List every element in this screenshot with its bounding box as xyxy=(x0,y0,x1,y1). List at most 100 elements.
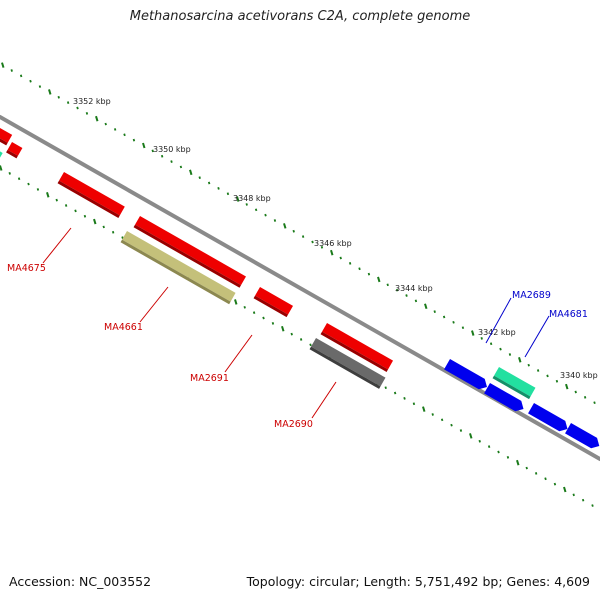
scale-tick xyxy=(311,240,314,244)
scale-tick xyxy=(487,445,491,448)
scale-tick xyxy=(226,192,230,196)
scale-tick xyxy=(459,429,463,432)
gene-arrow[interactable] xyxy=(444,359,490,392)
scale-tick xyxy=(151,149,154,153)
scale-label: 3340 kbp xyxy=(560,371,598,380)
gene-label-ma2690[interactable]: MA2690 xyxy=(274,419,313,430)
scale-tick xyxy=(17,177,21,181)
inner-scale-ticks xyxy=(0,165,594,507)
scale-tick xyxy=(38,85,42,88)
scale-tick xyxy=(403,397,406,400)
scale-tick xyxy=(405,294,408,297)
scale-tick xyxy=(309,343,312,347)
scale-tick xyxy=(121,236,124,240)
scale-tick xyxy=(581,498,585,502)
scale-tick xyxy=(123,133,126,137)
scale-tick xyxy=(574,390,577,394)
scale-tick xyxy=(83,214,87,218)
gene-label-ma4661[interactable]: MA4661 xyxy=(104,322,143,333)
scale-tick xyxy=(367,272,371,276)
scale-tick xyxy=(450,423,453,427)
scale-tick xyxy=(252,311,256,315)
gene-arrow-ma2689[interactable] xyxy=(484,383,526,414)
scale-tick xyxy=(471,330,475,336)
scale-tick xyxy=(461,326,465,330)
scale-tick xyxy=(393,391,397,395)
scale-tick xyxy=(179,165,183,169)
scale-tick xyxy=(534,472,538,475)
label-leaders xyxy=(42,227,550,419)
gene-arrow-ma2690[interactable] xyxy=(309,338,386,389)
scale-tick xyxy=(497,450,500,454)
scale-tick xyxy=(57,95,60,99)
scale-tick xyxy=(66,101,70,105)
gene-label-ma2689[interactable]: MA2689 xyxy=(512,290,551,301)
gene-arrow-ma4675[interactable] xyxy=(57,172,125,218)
scale-tick xyxy=(29,79,32,83)
scale-tick xyxy=(506,455,510,459)
scale-tick xyxy=(565,383,569,390)
scale-tick xyxy=(431,413,434,416)
scale-tick xyxy=(273,219,277,222)
gene-arrow-ma2691[interactable] xyxy=(253,287,294,318)
scale-label: 3350 kbp xyxy=(153,145,191,154)
scale-tick xyxy=(113,128,117,131)
scale-tick xyxy=(433,310,436,313)
scale-tick xyxy=(132,138,136,142)
scale-tick xyxy=(452,320,455,324)
scale-tick xyxy=(572,493,575,497)
gene-arrow[interactable] xyxy=(0,148,3,160)
gene-arrow[interactable] xyxy=(320,323,394,372)
scale-tick xyxy=(478,439,481,443)
scale-tick xyxy=(440,418,444,422)
topology-text: Topology: circular; Length: 5,751,492 bp… xyxy=(246,574,590,589)
accession-text: Accession: NC_003552 xyxy=(9,574,152,589)
scale-tick xyxy=(111,230,115,234)
scale-tick xyxy=(207,181,211,185)
scale-tick xyxy=(95,115,99,122)
scale-tick xyxy=(290,332,293,336)
scale-tick xyxy=(76,106,79,110)
scale-tick xyxy=(414,299,418,303)
scale-tick xyxy=(330,249,334,256)
gene-label-ma2691[interactable]: MA2691 xyxy=(190,373,229,384)
scale-tick xyxy=(320,245,324,249)
gene-arrow[interactable] xyxy=(6,142,23,159)
scale-tick xyxy=(1,62,5,68)
scale-tick xyxy=(299,338,303,341)
scale-tick xyxy=(254,208,258,212)
scale-tick xyxy=(85,112,89,115)
map-title: Methanosarcina acetivorans C2A, complete… xyxy=(129,9,471,24)
gene-arrow[interactable] xyxy=(0,124,13,146)
gene-arrow[interactable] xyxy=(528,403,570,434)
scale-tick xyxy=(395,288,399,292)
scale-tick xyxy=(546,374,549,378)
scale-tick xyxy=(516,459,520,466)
gene-label-ma4675[interactable]: MA4675 xyxy=(7,263,46,274)
scale-tick xyxy=(292,229,295,233)
scale-tick xyxy=(339,256,342,260)
scale-tick xyxy=(264,213,267,217)
scale-tick xyxy=(283,223,287,229)
scale-tick xyxy=(527,363,530,367)
scale-tick xyxy=(442,315,446,319)
scale-label: 3352 kbp xyxy=(73,97,111,106)
gene-arrow[interactable] xyxy=(133,216,246,288)
gene-label-ma4681[interactable]: MA4681 xyxy=(549,309,588,320)
scale-tick xyxy=(424,303,428,310)
scale-tick xyxy=(102,225,105,229)
scale-tick xyxy=(422,406,426,412)
gene-arrow-ma4661[interactable] xyxy=(120,230,236,305)
scale-tick xyxy=(508,353,512,356)
scale-label: 3346 kbp xyxy=(314,239,352,248)
scale-tick xyxy=(384,386,387,390)
scale-tick xyxy=(469,433,473,439)
scale-tick xyxy=(48,89,52,95)
scale-tick xyxy=(518,357,522,363)
scale-tick xyxy=(377,276,381,283)
gene-arrow[interactable] xyxy=(565,423,600,451)
gene-features xyxy=(0,124,600,451)
scale-tick xyxy=(555,379,559,383)
gene-arrow-ma4681[interactable] xyxy=(492,367,536,400)
